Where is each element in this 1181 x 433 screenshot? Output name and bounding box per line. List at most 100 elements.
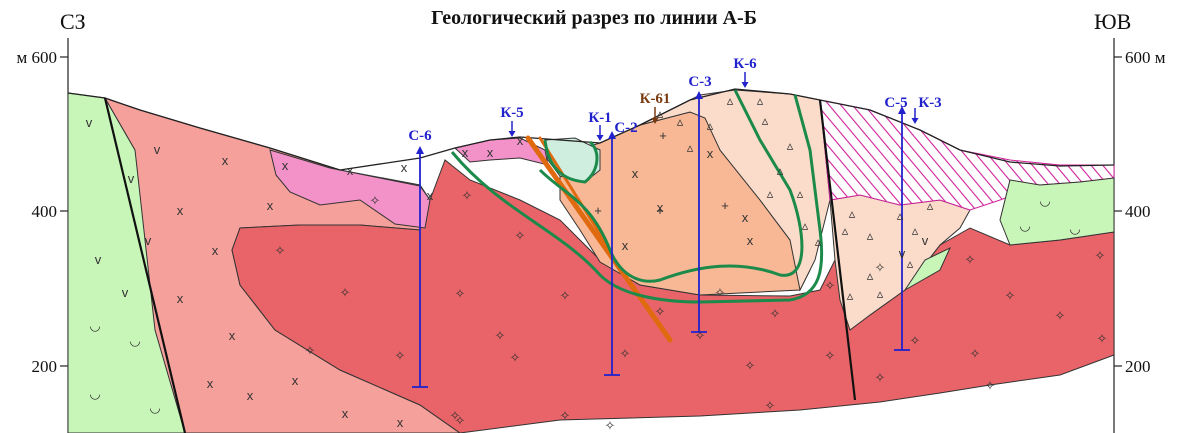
granite-plus-symbol: + — [656, 203, 664, 218]
breccia-triangle-symbol: ▵ — [842, 223, 849, 238]
granite-star-symbol: ✧ — [462, 188, 473, 203]
faults — [103, 97, 857, 433]
volcanic-v-symbol: v — [922, 233, 929, 248]
granite-x-symbol: x — [267, 198, 274, 213]
volcanic-v-symbol: v — [95, 252, 102, 267]
granite-star-symbol: ✧ — [875, 260, 886, 275]
granite-star-symbol: ✧ — [745, 358, 756, 373]
volcanic-v-symbol: v — [128, 171, 135, 186]
trench-label: К-6 — [733, 56, 757, 72]
volcanic-arc-symbol: ◡ — [1069, 221, 1080, 236]
tectonic-contacts — [450, 89, 824, 304]
granite-x-symbol: x — [747, 233, 754, 248]
granite-star-symbol: ✧ — [510, 350, 521, 365]
magenta-unit-small — [453, 137, 549, 166]
granite-x-symbol: x — [292, 373, 299, 388]
dikes — [525, 135, 673, 343]
granite-star-symbol: ✧ — [605, 418, 616, 433]
granite-x-symbol: x — [401, 160, 408, 175]
light-tan-breccia-unit — [639, 89, 831, 292]
volcanic-v-symbol: v — [86, 115, 93, 130]
granite-x-symbol: x — [517, 133, 524, 148]
granite-x-symbol: x — [397, 415, 404, 430]
granite-x-symbol: x — [177, 291, 184, 306]
borehole-collar-arrow — [898, 106, 906, 114]
granite-star-symbol: ✧ — [1005, 288, 1016, 303]
breccia-triangle-symbol: ▵ — [802, 218, 809, 233]
granite-plus-symbol: + — [659, 128, 667, 143]
breccia-triangle-symbol: ▵ — [867, 228, 874, 243]
granite-star-symbol: ✧ — [305, 343, 316, 358]
left-tick-label: 400 — [32, 202, 58, 221]
breccia-triangle-symbol: ▵ — [927, 198, 934, 213]
green-contact-line — [543, 139, 599, 184]
green-volcanic-unit-small — [904, 246, 952, 291]
granite-x-symbol: x — [657, 200, 664, 215]
left-tick-label: 200 — [32, 357, 58, 376]
breccia-triangle-symbol: ▵ — [797, 186, 804, 201]
green-volcanic-unit-right — [999, 177, 1115, 246]
granite-star-symbol: ✧ — [970, 346, 981, 361]
geology-units — [67, 89, 1115, 433]
right-tick-label: 600 м — [1125, 48, 1166, 67]
granite-x-symbol: x — [632, 166, 639, 181]
granite-star-symbol: ✧ — [515, 228, 526, 243]
volcanic-arc-symbol: ◡ — [149, 400, 160, 415]
borehole-label: С-6 — [408, 128, 432, 144]
green-contact-line — [538, 89, 804, 283]
left-elevation-axis: м 600 400 200 — [16, 38, 69, 433]
right-tick-label: 200 — [1125, 357, 1151, 376]
direction-label-nw: СЗ — [60, 9, 86, 34]
granite-x-symbol: x — [282, 158, 289, 173]
granite-star-symbol: ✧ — [875, 370, 886, 385]
breccia-triangle-symbol: ▵ — [877, 286, 884, 301]
borehole-collar-arrow — [695, 91, 703, 99]
granite-star-symbol: ✧ — [765, 398, 776, 413]
granite-star-symbol: ✧ — [1097, 331, 1108, 346]
breccia-triangle-symbol: ▵ — [912, 223, 919, 238]
granite-x-symbol: x — [222, 153, 229, 168]
breccia-triangle-symbol: ▵ — [677, 114, 684, 129]
granite-plus-symbol: + — [594, 203, 602, 218]
trench-marker-arrow — [508, 131, 516, 137]
trench-label: К-61 — [640, 91, 671, 107]
granite-star-symbol: ✧ — [965, 252, 976, 267]
granite-x-symbol: x — [247, 388, 254, 403]
trench-label: К-1 — [588, 110, 611, 126]
breccia-triangle-symbol: ▵ — [787, 138, 794, 153]
borehole-label: С-3 — [688, 74, 711, 90]
granite-star-symbol: ✧ — [275, 243, 286, 258]
granite-x-symbol: x — [347, 163, 354, 178]
breccia-triangle-symbol: ▵ — [907, 256, 914, 271]
granite-star-symbol: ✧ — [560, 408, 571, 423]
granite-star-symbol: ✧ — [340, 285, 351, 300]
breccia-triangle-symbol: ▵ — [762, 113, 769, 128]
granite-star-symbol: ✧ — [1095, 248, 1106, 263]
granite-star-symbol: ✧ — [715, 285, 726, 300]
breccia-triangle-symbol: ▵ — [849, 206, 856, 221]
volcanic-arc-symbol: ◡ — [89, 386, 100, 401]
volcanic-arc-symbol: ◡ — [129, 333, 140, 348]
granite-star-symbol: ✧ — [620, 346, 631, 361]
granite-x-symbol: x — [487, 145, 494, 160]
granite-star-symbol: ✧ — [695, 328, 706, 343]
left-tick-label: м 600 — [16, 48, 57, 67]
borehole-collar-arrow — [416, 146, 424, 154]
granite-star-symbol: ✧ — [985, 378, 996, 393]
topographic-surface — [67, 88, 1115, 171]
granite-star-symbol: ✧ — [560, 288, 571, 303]
orange-dike — [538, 136, 612, 252]
breccia-triangle-symbol: ▵ — [897, 208, 904, 223]
right-tick-label: 400 — [1125, 202, 1151, 221]
granite-x-symbol: x — [342, 406, 349, 421]
breccia-triangle-symbol: ▵ — [727, 93, 734, 108]
granite-star-symbol: ✧ — [770, 306, 781, 321]
borehole-label: С-5 — [884, 95, 907, 111]
direction-label-se: ЮВ — [1094, 9, 1131, 34]
granite-plus-symbol: + — [721, 198, 729, 213]
green-contact-line — [450, 94, 824, 304]
section-title: Геологический разрез по линии А-Б — [431, 7, 757, 29]
trench-label: К-3 — [918, 95, 941, 111]
